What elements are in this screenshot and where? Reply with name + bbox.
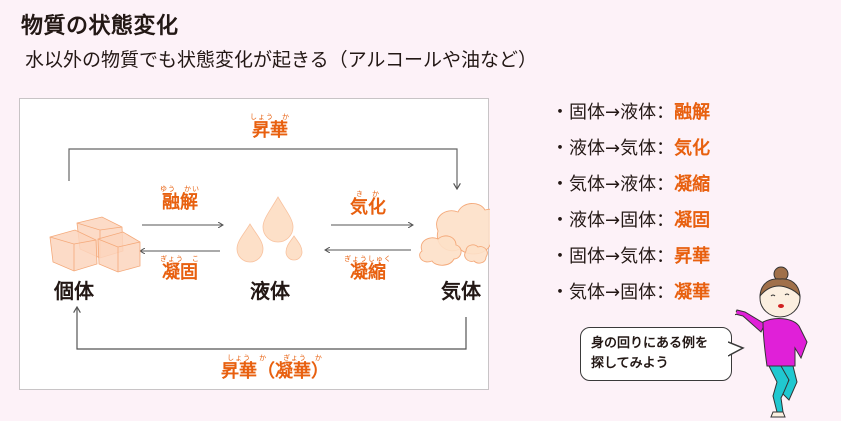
- page-title: 物質の状態変化: [21, 14, 179, 39]
- sublimation-label-top: しょう か 昇華: [250, 113, 290, 141]
- condensation-label: ぎょうしゅく 凝縮: [344, 255, 392, 283]
- vaporization-label: き か 気化: [350, 190, 386, 218]
- state-solid-label: 個体: [54, 279, 94, 303]
- deposition-arrow: [77, 307, 467, 350]
- cloud-icon: [419, 203, 490, 266]
- list-item: ・気体→液体：凝縮: [551, 174, 711, 195]
- transition-list: ・固体→液体：融解 ・液体→気体：気化 ・気体→液体：凝縮 ・液体→固体：凝固 …: [551, 101, 710, 317]
- state-change-diagram: しょう か 昇華 ゆう かい 融解 ぎょう こ 凝固 き か 気化 ぎょうしゅく…: [19, 98, 490, 390]
- ice-cubes-icon: [49, 216, 141, 273]
- sublimation-arrow: [68, 148, 457, 189]
- speech-bubble-tail: [728, 341, 745, 357]
- freezing-label: ぎょう こ 凝固: [160, 255, 200, 283]
- list-item: ・固体→気体：昇華: [551, 246, 711, 267]
- sublimation-label-bottom: しょう か ぎょう か 昇華（凝華）: [221, 354, 329, 382]
- melting-label: ゆう かい 融解: [160, 185, 200, 213]
- character-illustration: [735, 266, 808, 418]
- water-drops-icon: [236, 196, 303, 263]
- speech-bubble: 身の回りにある例を 探してみよう: [580, 327, 732, 381]
- list-item: ・固体→液体：融解: [551, 102, 711, 123]
- list-item: ・液体→固体：凝固: [551, 210, 711, 231]
- list-item: ・気体→固体：凝華: [551, 282, 711, 303]
- page-subtitle: 水以外の物質でも状態変化が起きる（アルコールや油など）: [25, 49, 538, 71]
- diagram-arrows: [49, 148, 490, 350]
- bubble-line-1: 身の回りにある例を: [591, 336, 709, 351]
- bubble-line-2: 探してみよう: [591, 356, 669, 371]
- state-liquid-label: 液体: [250, 279, 290, 303]
- list-item: ・液体→気体：気化: [551, 138, 711, 159]
- state-gas-label: 気体: [441, 279, 481, 303]
